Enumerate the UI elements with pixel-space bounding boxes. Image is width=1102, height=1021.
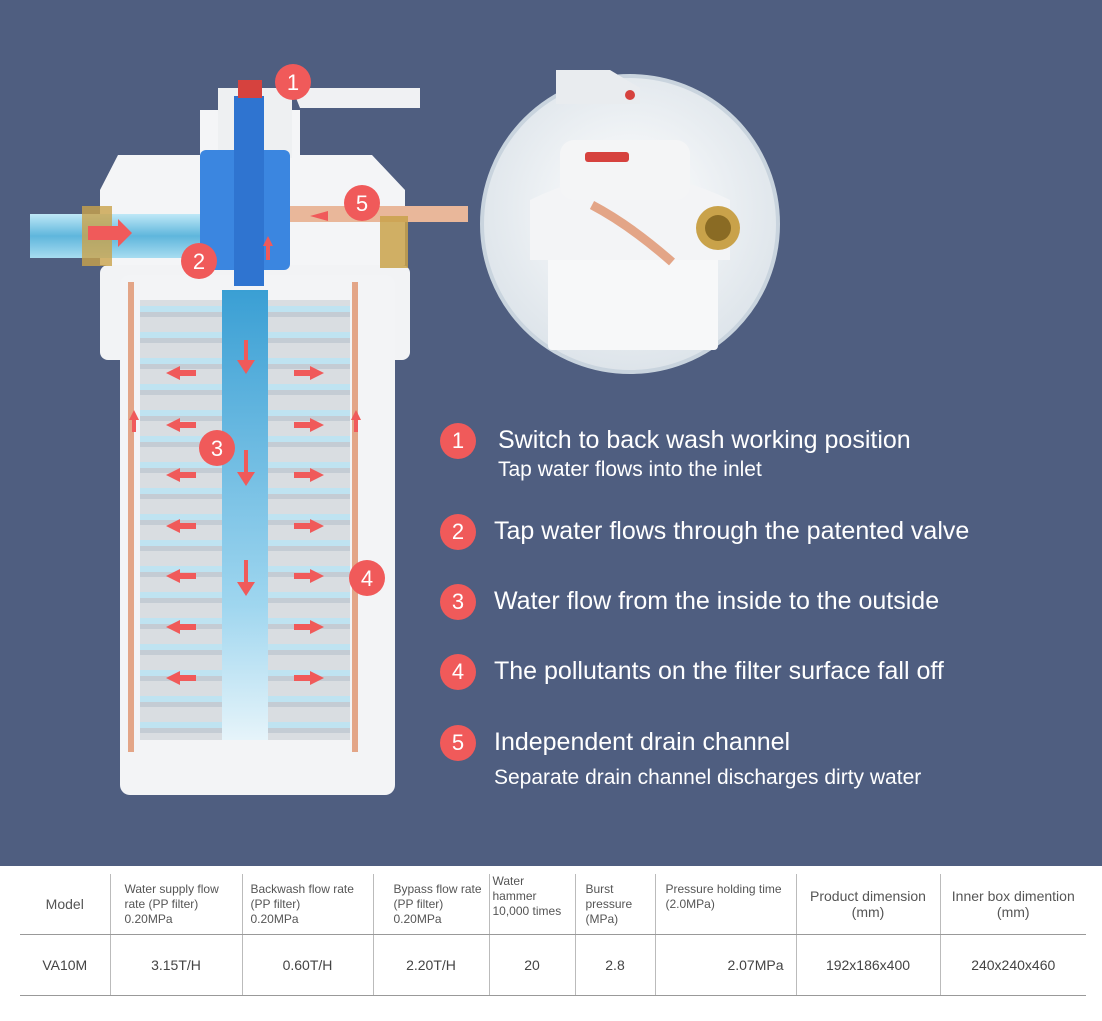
- header-pressure-holding: Pressure holding time(2.0MPa): [655, 874, 797, 935]
- header-product-dimension: Product dimension(mm): [796, 874, 941, 935]
- callout-2: 2: [181, 243, 217, 279]
- legend-title: Tap water flows through the patented val…: [494, 517, 970, 545]
- legend-number: 5: [440, 725, 476, 761]
- table-row: VA10M 3.15T/H 0.60T/H 2.20T/H 20 2.8 2.0…: [20, 934, 1086, 996]
- cell-backwash: 0.60T/H: [242, 934, 374, 996]
- callout-1: 1: [275, 64, 311, 100]
- flow-arrows: [88, 211, 361, 685]
- legend-title: Water flow from the inside to the outsid…: [494, 587, 940, 615]
- cell-bypass: 2.20T/H: [373, 934, 490, 996]
- legend-number: 2: [440, 514, 476, 550]
- filter-cartridge: [140, 290, 350, 740]
- callout-5: 5: [344, 185, 380, 221]
- header-model: Model: [20, 874, 111, 935]
- product-photo: [480, 70, 780, 374]
- filter-diagram: 1 2 3 4 5: [30, 64, 780, 795]
- svg-text:4: 4: [361, 566, 373, 591]
- svg-text:3: 3: [211, 436, 223, 461]
- legend-title: Switch to back wash working position: [498, 426, 911, 454]
- svg-text:2: 2: [193, 249, 205, 274]
- legend-number: 3: [440, 584, 476, 620]
- callout-4: 4: [349, 560, 385, 596]
- header-backwash: Backwash flow rate(PP filter)0.20MPa: [242, 874, 374, 935]
- legend-subtitle: Tap water flows into the inlet: [498, 458, 762, 481]
- legend-number: 1: [440, 423, 476, 459]
- header-inner-box: Inner box dimention(mm): [940, 874, 1086, 935]
- cell-burst-pressure: 2.8: [575, 934, 656, 996]
- callout-3: 3: [199, 430, 235, 466]
- svg-text:5: 5: [356, 191, 368, 216]
- cell-product-dimension: 192x186x400: [796, 934, 941, 996]
- legend-title: The pollutants on the filter surface fal…: [494, 657, 944, 685]
- cell-pressure-holding: 2.07MPa: [655, 934, 797, 996]
- cell-model: VA10M: [20, 934, 111, 996]
- legend-subtitle: Separate drain channel discharges dirty …: [494, 766, 922, 789]
- cell-water-supply: 3.15T/H: [110, 934, 243, 996]
- cell-water-hammer: 20: [489, 934, 576, 996]
- cell-inner-box: 240x240x460: [940, 934, 1086, 996]
- svg-text:1: 1: [287, 70, 299, 95]
- legend-number: 4: [440, 654, 476, 690]
- header-bypass: Bypass flow rate(PP filter)0.20MPa: [373, 874, 490, 935]
- legend-title: Independent drain channel: [494, 728, 791, 756]
